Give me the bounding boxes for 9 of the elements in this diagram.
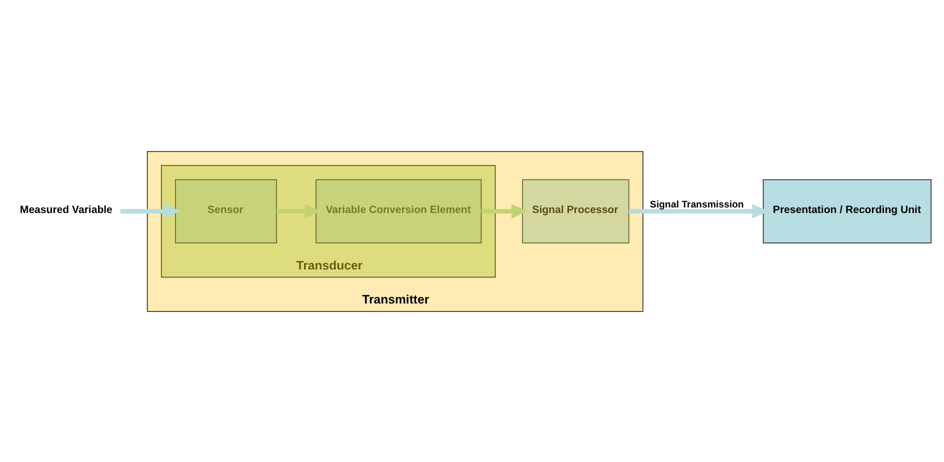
node-box: Sensor — [175, 178, 277, 243]
arrow — [276, 204, 322, 218]
arrow — [120, 204, 181, 218]
node-box: Variable Conversion Element — [316, 178, 482, 243]
edge-label: Signal Transmission — [650, 199, 744, 210]
arrow — [481, 204, 528, 218]
node-box: Signal Processor — [522, 178, 630, 243]
node-box: Presentation / Recording Unit — [762, 178, 932, 243]
node-text: Measured Variable — [20, 204, 112, 216]
